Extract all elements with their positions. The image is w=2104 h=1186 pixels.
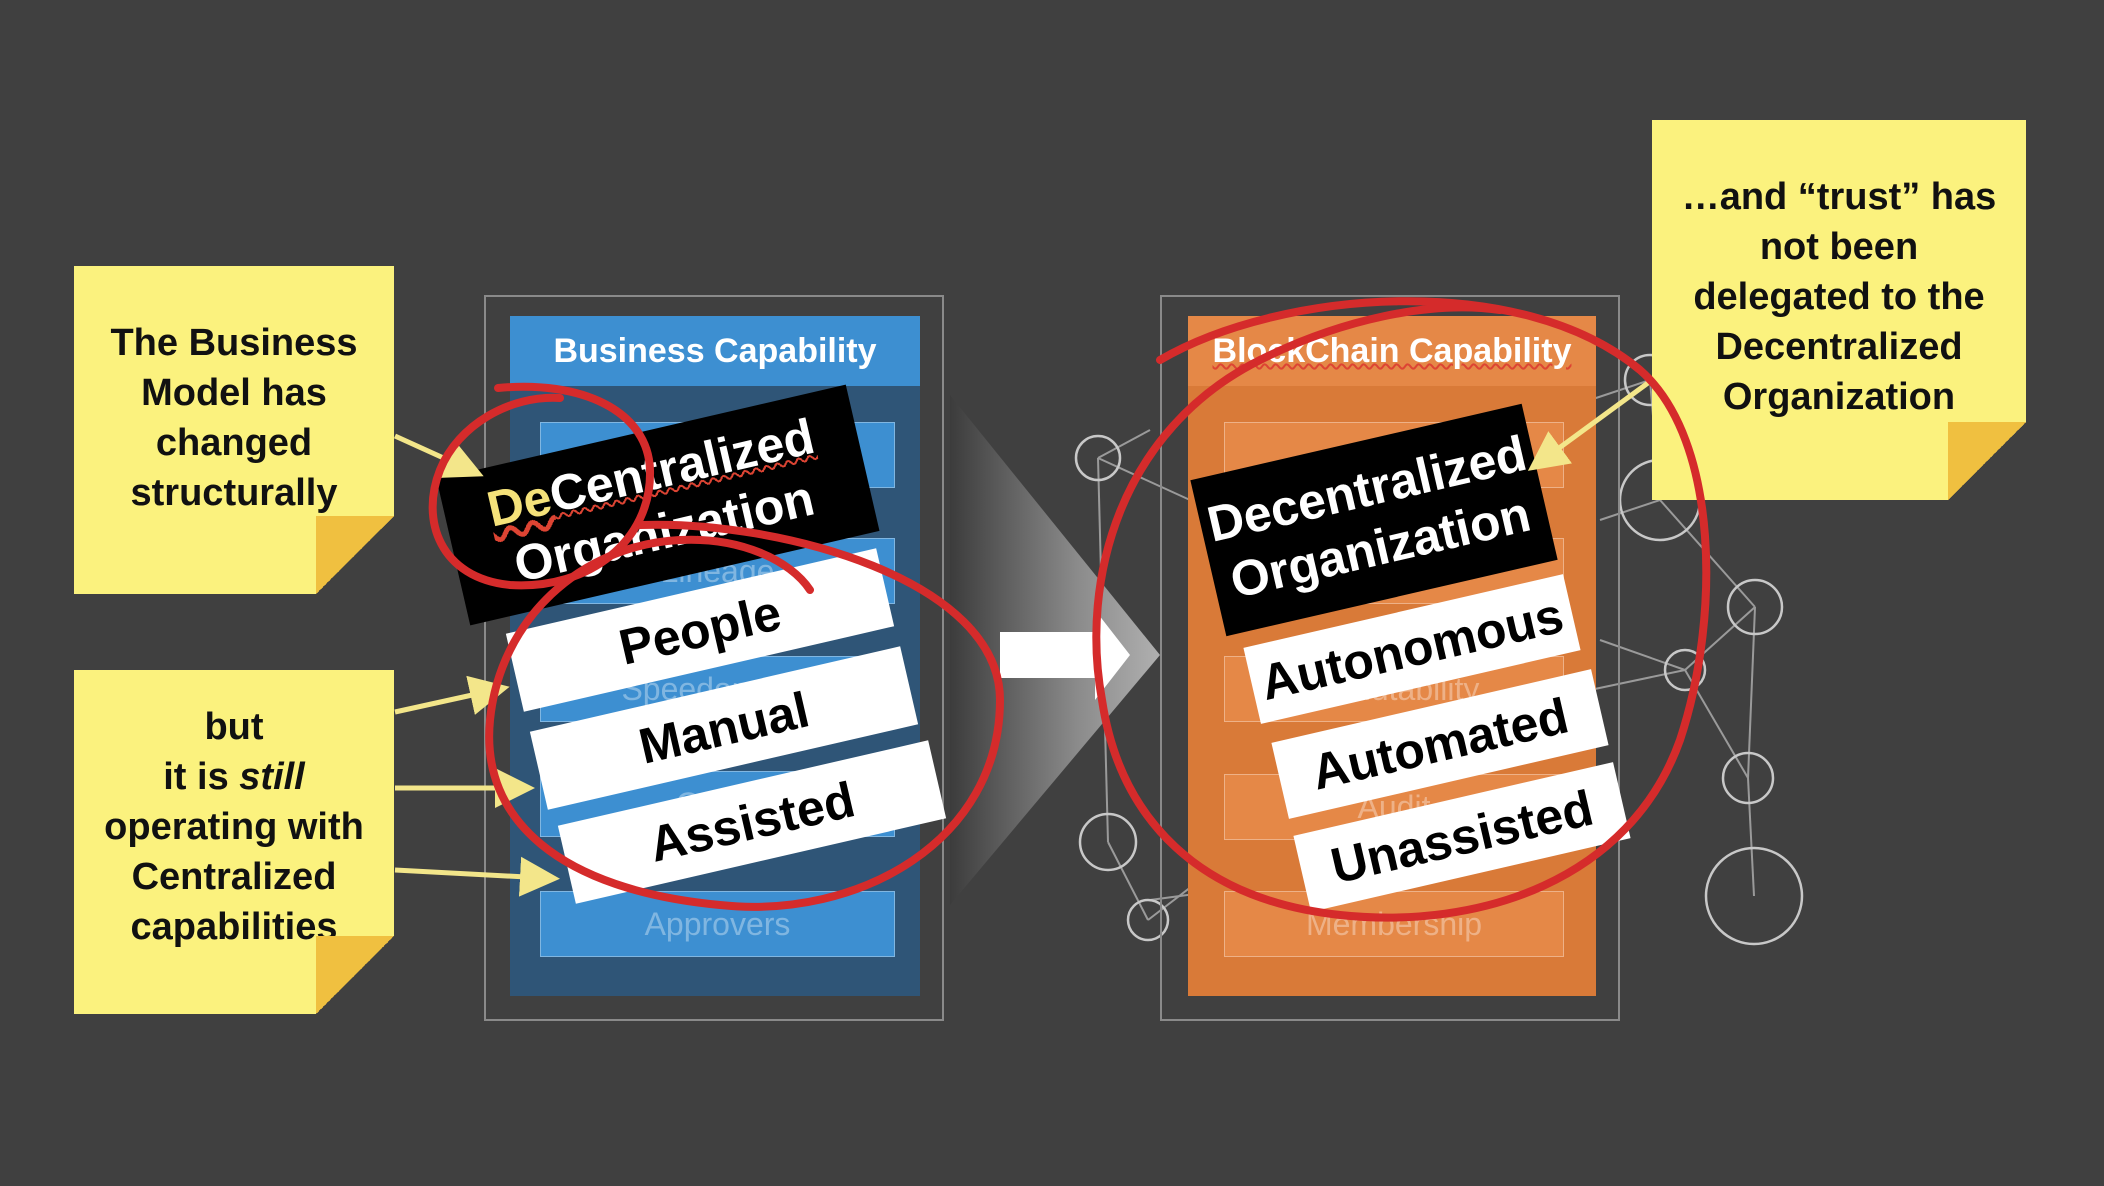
sticky-note-trust: …and “trust” has not been delegated to t… bbox=[1652, 120, 2026, 500]
arrow-to-decentralized bbox=[393, 433, 484, 478]
arrow-to-assisted bbox=[394, 856, 560, 897]
red-circle-business-tags bbox=[485, 520, 1005, 911]
business-panel-frame bbox=[484, 295, 944, 1021]
arrow-to-decentralized-org bbox=[1527, 377, 1654, 471]
note-fold-corner bbox=[316, 516, 394, 594]
arrow-to-people bbox=[394, 675, 510, 715]
note-fold-corner bbox=[316, 936, 394, 1014]
red-circle-de bbox=[428, 382, 655, 590]
sticky-note-centralized-capabilities: but it is still operating with Centraliz… bbox=[74, 670, 394, 1014]
blockchain-panel-frame bbox=[1160, 295, 1620, 1021]
business-capability-title: Business Capability bbox=[553, 332, 877, 370]
note-fold-corner bbox=[1948, 422, 2026, 500]
red-circle-blockchain bbox=[1092, 297, 1711, 922]
sticky-note-business-model: The Business Model has changed structura… bbox=[74, 266, 394, 594]
